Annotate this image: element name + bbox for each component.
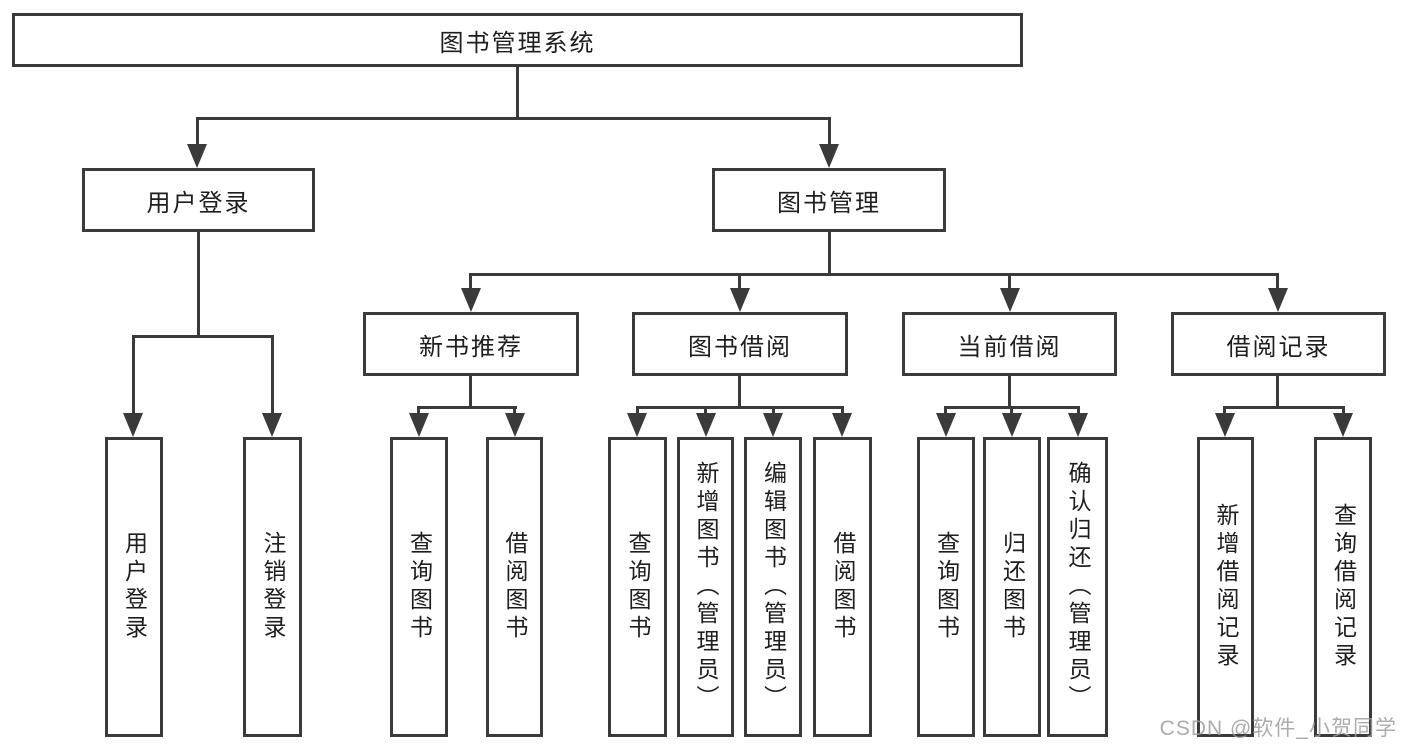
arrow-down-icon [187, 144, 207, 168]
connector-hline [636, 406, 844, 409]
arrow-down-icon [627, 413, 647, 437]
connector-vline [417, 406, 420, 416]
leaf-edit-books-admin: 编辑图书（管理员） [744, 437, 802, 737]
leaf-query-borrow-record: 查询借阅记录 [1314, 437, 1372, 737]
connector-vline [516, 67, 519, 118]
arrow-down-icon [1268, 288, 1288, 312]
connector-vline [1077, 406, 1080, 416]
arrow-down-icon [936, 413, 956, 437]
connector-vline [197, 232, 200, 337]
arrow-down-icon [1068, 413, 1088, 437]
arrow-down-icon [123, 413, 143, 437]
arrow-down-icon [1333, 413, 1353, 437]
node-user-login: 用户登录 [82, 168, 315, 232]
leaf-label: 用户登录 [121, 531, 148, 643]
node-label: 借阅记录 [1226, 333, 1331, 361]
connector-vline [636, 406, 639, 416]
leaf-query-books-current: 查询图书 [917, 437, 975, 737]
leaf-label: 确认归还（管理员） [1065, 461, 1091, 713]
arrow-down-icon [1002, 413, 1022, 437]
node-library-management-system: 图书管理系统 [12, 13, 1023, 67]
arrow-down-icon [819, 144, 839, 168]
connector-vline [828, 232, 831, 276]
node-new-book-recommendation: 新书推荐 [363, 312, 579, 376]
connector-vline [1223, 406, 1226, 416]
leaf-label: 查询图书 [933, 531, 960, 643]
leaf-add-borrow-record: 新增借阅记录 [1197, 437, 1254, 737]
leaf-label: 注销登录 [260, 531, 286, 643]
connector-vline [1276, 376, 1279, 408]
node-label: 用户登录 [146, 189, 251, 217]
connector-hline [1223, 406, 1345, 409]
leaf-label: 编辑图书（管理员） [760, 461, 787, 713]
leaf-label: 查询图书 [625, 531, 651, 643]
leaf-label: 借阅图书 [502, 531, 528, 643]
leaf-label: 新增图书（管理员） [693, 461, 719, 713]
leaf-query-books-borrow: 查询图书 [608, 437, 667, 737]
connector-vline [704, 406, 707, 416]
leaf-label: 新增借阅记录 [1213, 503, 1239, 671]
leaf-borrow-books-recommend: 借阅图书 [486, 437, 543, 737]
leaf-label: 查询借阅记录 [1330, 503, 1357, 671]
connector-vline [944, 406, 947, 416]
connector-vline [1008, 376, 1011, 408]
connector-vline [271, 335, 274, 415]
arrow-down-icon [763, 413, 783, 437]
csdn-watermark: CSDN @软件_小贺同学 [1159, 717, 1397, 740]
node-current-borrowing: 当前借阅 [902, 312, 1117, 376]
arrow-down-icon [1000, 288, 1020, 312]
connector-vline [1008, 273, 1011, 291]
node-label: 当前借阅 [957, 333, 1062, 361]
arrow-down-icon [832, 413, 852, 437]
leaf-borrow-books: 借阅图书 [813, 437, 872, 737]
connector-vline [738, 273, 741, 291]
connector-vline [828, 117, 831, 147]
node-book-borrowing: 图书借阅 [632, 312, 848, 376]
leaf-add-books-admin: 新增图书（管理员） [677, 437, 734, 737]
connector-vline [1010, 406, 1013, 416]
leaf-logout: 注销登录 [243, 437, 302, 737]
connector-vline [469, 273, 472, 291]
connector-hline [196, 117, 831, 120]
leaf-return-books: 归还图书 [983, 437, 1041, 737]
leaf-query-books-recommend: 查询图书 [390, 437, 448, 737]
arrow-down-icon [262, 413, 282, 437]
node-label: 新书推荐 [419, 333, 523, 361]
connector-vline [1276, 273, 1279, 291]
connector-vline [196, 117, 199, 147]
node-label: 图书管理系统 [439, 29, 596, 57]
arrow-down-icon [505, 413, 525, 437]
leaf-label: 归还图书 [999, 531, 1026, 643]
connector-hline [469, 273, 1279, 276]
node-book-management: 图书管理 [712, 168, 946, 232]
connector-vline [772, 406, 775, 416]
leaf-label: 借阅图书 [830, 531, 856, 643]
arrow-down-icon [730, 288, 750, 312]
connector-vline [469, 376, 472, 408]
arrow-down-icon [461, 288, 481, 312]
node-label: 图书借阅 [688, 333, 792, 361]
connector-vline [132, 335, 135, 415]
leaf-user-login: 用户登录 [105, 437, 163, 737]
node-borrowing-records: 借阅记录 [1171, 312, 1386, 376]
connector-vline [1342, 406, 1345, 416]
leaf-label: 查询图书 [406, 531, 433, 643]
connector-hline [132, 335, 274, 338]
connector-vline [738, 376, 741, 408]
arrow-down-icon [696, 413, 716, 437]
arrow-down-icon [409, 413, 429, 437]
node-label: 图书管理 [777, 189, 881, 217]
connector-vline [841, 406, 844, 416]
connector-hline [417, 406, 517, 409]
connector-vline [513, 406, 516, 416]
arrow-down-icon [1215, 413, 1235, 437]
leaf-confirm-return-admin: 确认归还（管理员） [1047, 437, 1108, 737]
